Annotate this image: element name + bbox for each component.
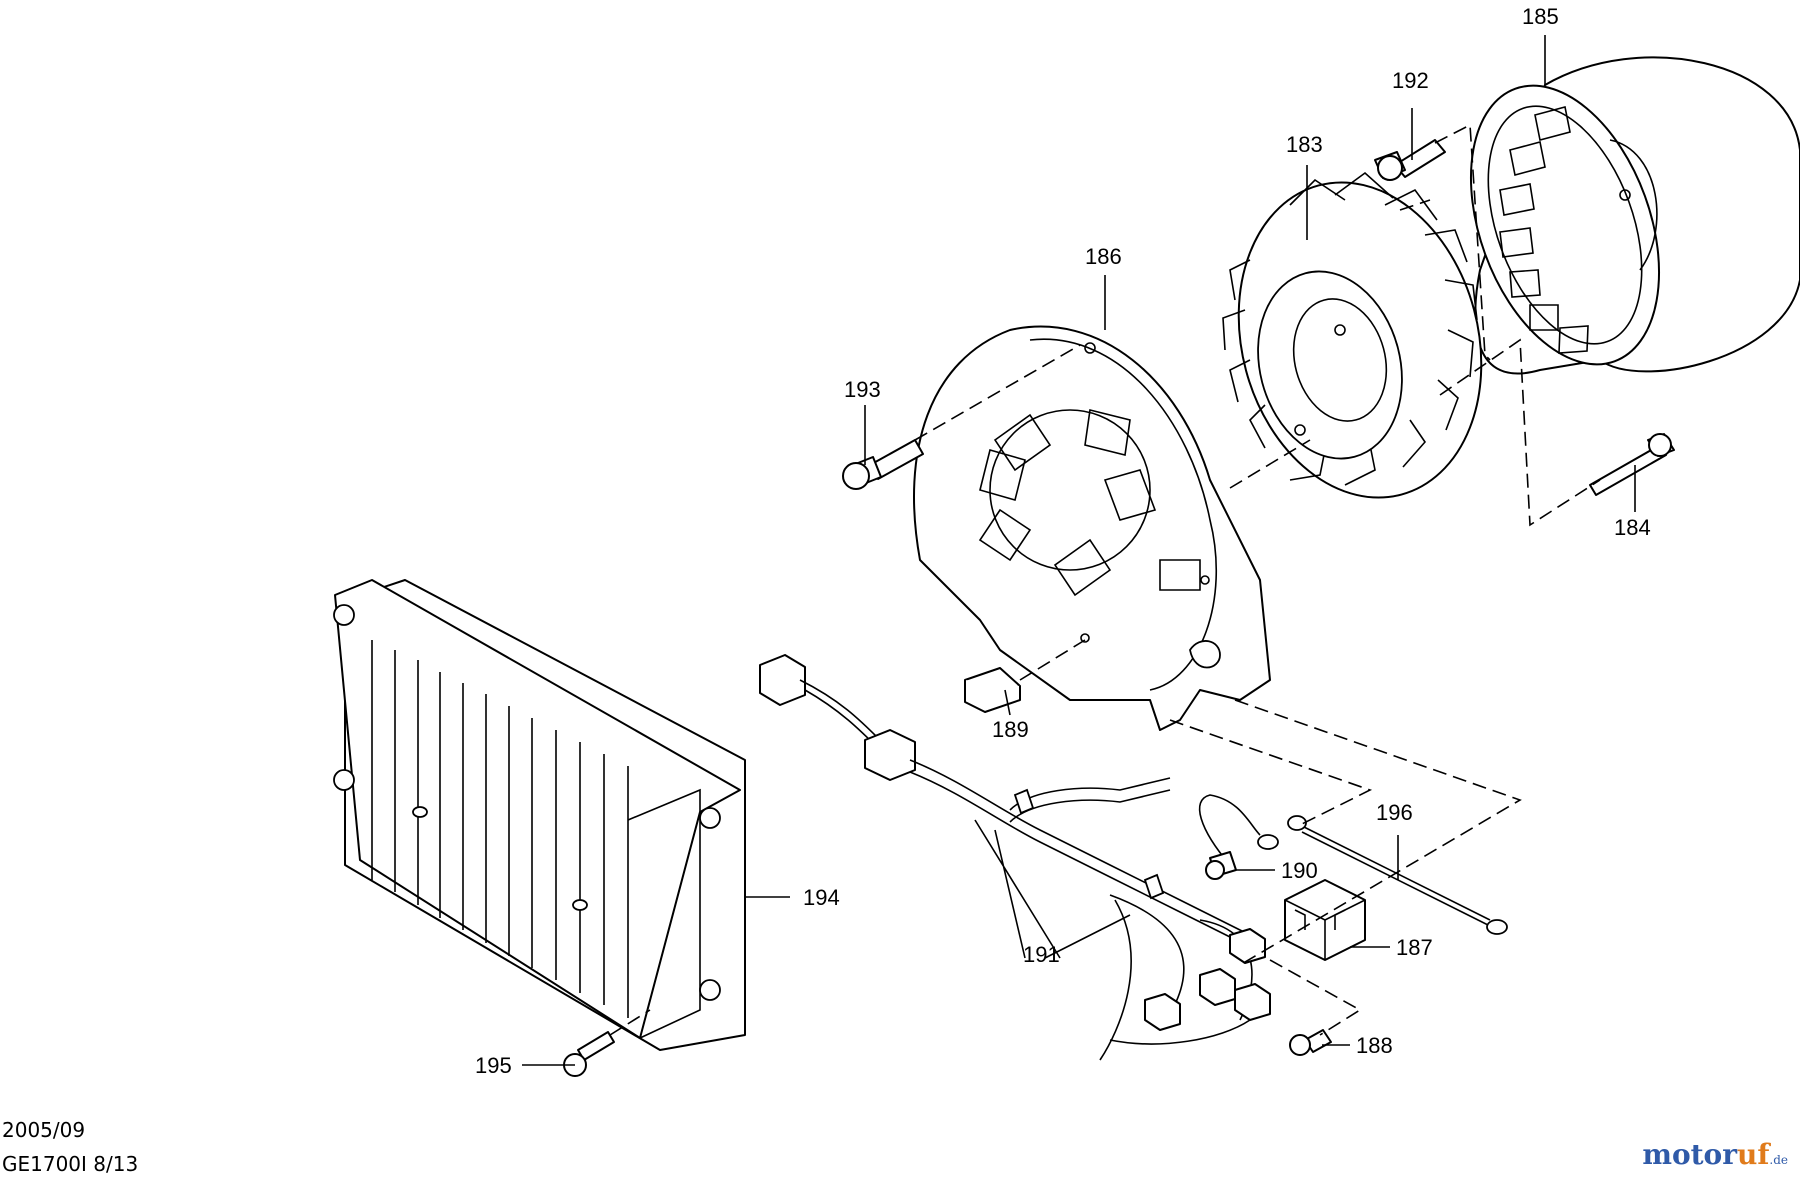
callout-183: 183 <box>1286 132 1323 157</box>
callout-191: 191 <box>1023 942 1060 967</box>
callout-193: 193 <box>844 377 881 402</box>
callout-190: 190 <box>1281 858 1318 883</box>
callout-187: 187 <box>1396 935 1433 960</box>
part-196-wire <box>1287 815 1508 935</box>
part-190-ground-lead <box>1198 794 1279 880</box>
part-188-screw <box>1289 1029 1332 1056</box>
callout-185: 185 <box>1522 4 1559 29</box>
motoruf-logo: motoruf.de <box>1642 1138 1788 1171</box>
part-192-bolt <box>1374 139 1446 181</box>
part-184-bolt <box>1589 433 1675 496</box>
part-186-cover <box>913 325 1271 731</box>
alignment-lines <box>609 123 1601 1036</box>
part-187-connector <box>1284 879 1366 961</box>
callout-196: 196 <box>1376 800 1413 825</box>
logo-main: motor <box>1642 1138 1737 1171</box>
part-189-clip <box>964 667 1021 713</box>
part-193-bolt <box>842 439 924 490</box>
leader-lines <box>522 35 1636 1066</box>
part-183-stator <box>1222 171 1483 499</box>
part-191-harness <box>759 654 1271 1061</box>
part-195-screw <box>563 1031 615 1077</box>
callout-194: 194 <box>803 885 840 910</box>
part-185-flywheel <box>1469 56 1800 375</box>
callout-186: 186 <box>1085 244 1122 269</box>
logo-tld: .de <box>1769 1153 1788 1167</box>
callout-184: 184 <box>1614 515 1651 540</box>
callout-188: 188 <box>1356 1033 1393 1058</box>
callout-195: 195 <box>475 1053 512 1078</box>
footer-drawing-code: GE1700I 8/13 <box>2 1152 139 1176</box>
logo-accent: uf <box>1736 1138 1770 1171</box>
callout-labels: 185 192 183 186 193 184 189 196 190 194 … <box>475 4 1651 1078</box>
footer-date: 2005/09 <box>2 1118 86 1142</box>
part-194-inverter <box>333 579 746 1051</box>
callout-192: 192 <box>1392 68 1429 93</box>
callout-189: 189 <box>992 717 1029 742</box>
